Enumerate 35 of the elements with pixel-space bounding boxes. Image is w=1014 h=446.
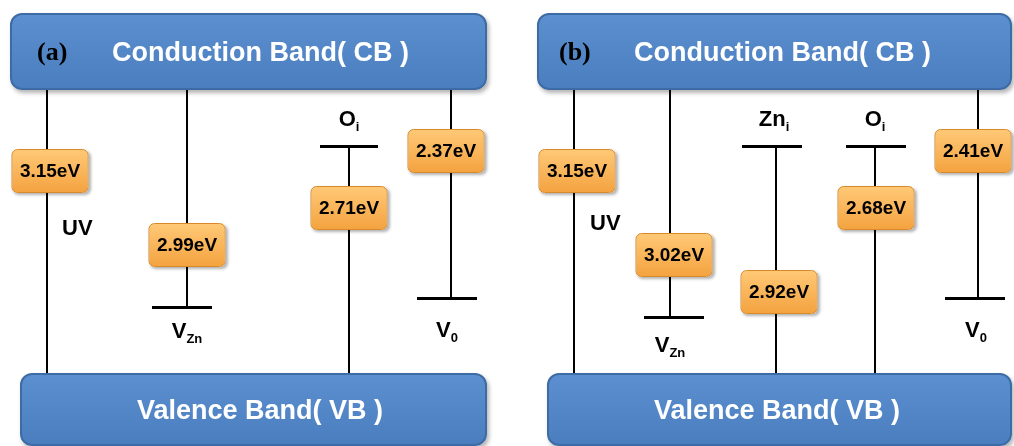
transition-label: UV xyxy=(62,215,93,241)
defect-label: V$_{Zn}$ xyxy=(654,332,686,361)
energy-level-line xyxy=(152,306,212,309)
defect-label: Zn$_{i}$ xyxy=(758,106,790,135)
defect-label: V$_{0}$ xyxy=(965,317,987,346)
defect-label: V$_{0}$ xyxy=(436,317,458,346)
energy-band xyxy=(537,13,1012,90)
energy-band xyxy=(547,373,1012,446)
defect-label: O$_{i}$ xyxy=(864,106,886,135)
energy-label: 2.71eV xyxy=(310,186,388,230)
energy-label: 2.37eV xyxy=(407,129,485,173)
energy-label: 2.41eV xyxy=(934,129,1012,173)
energy-level-line xyxy=(417,297,477,300)
energy-level-line xyxy=(945,297,1005,300)
energy-label: 3.15eV xyxy=(11,149,89,193)
energy-label: 2.92eV xyxy=(740,270,818,314)
energy-level-line xyxy=(644,316,704,319)
energy-band xyxy=(10,13,487,90)
band-label: Valence Band( VB ) xyxy=(654,394,901,425)
energy-level-line xyxy=(846,145,906,148)
band-label: Valence Band( VB ) xyxy=(137,394,384,425)
energy-label: 2.99eV xyxy=(148,223,226,267)
band-label: Conduction Band( CB ) xyxy=(634,36,931,67)
panel-label: (a) xyxy=(37,36,68,67)
energy-level-line xyxy=(320,145,378,148)
energy-label: 3.02eV xyxy=(635,233,713,277)
energy-level-line xyxy=(742,145,802,148)
band-label: Conduction Band( CB ) xyxy=(112,36,409,67)
defect-label: V$_{Zn}$ xyxy=(171,318,203,347)
panel-label: (b) xyxy=(559,36,591,67)
energy-band xyxy=(20,373,487,446)
defect-label: O$_{i}$ xyxy=(338,106,360,135)
energy-label: 2.68eV xyxy=(837,186,915,230)
energy-label: 3.15eV xyxy=(538,149,616,193)
transition-label: UV xyxy=(590,210,621,236)
